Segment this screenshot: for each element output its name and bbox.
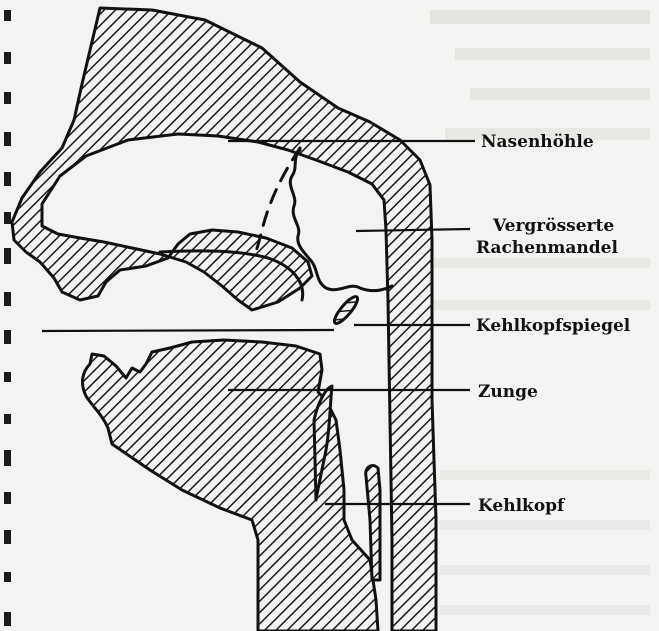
label-vergroesserte: Vergrösserte (492, 216, 614, 236)
label-kehlkopfspiegel: Kehlkopfspiegel (476, 316, 631, 336)
tongue-shape (83, 340, 378, 631)
leader-adenoid (356, 229, 470, 231)
label-rachenmandel: Rachenmandel (476, 238, 618, 258)
laryngeal-mirror (331, 294, 361, 326)
label-nasenhoehle: Nasenhöhle (481, 132, 594, 152)
left-margin-fragments (4, 10, 11, 626)
normal-contour-dashed (254, 148, 300, 256)
label-zunge: Zunge (478, 382, 538, 402)
mirror-handle (42, 330, 334, 331)
show-through-background (420, 10, 650, 615)
label-kehlkopf: Kehlkopf (478, 496, 566, 516)
